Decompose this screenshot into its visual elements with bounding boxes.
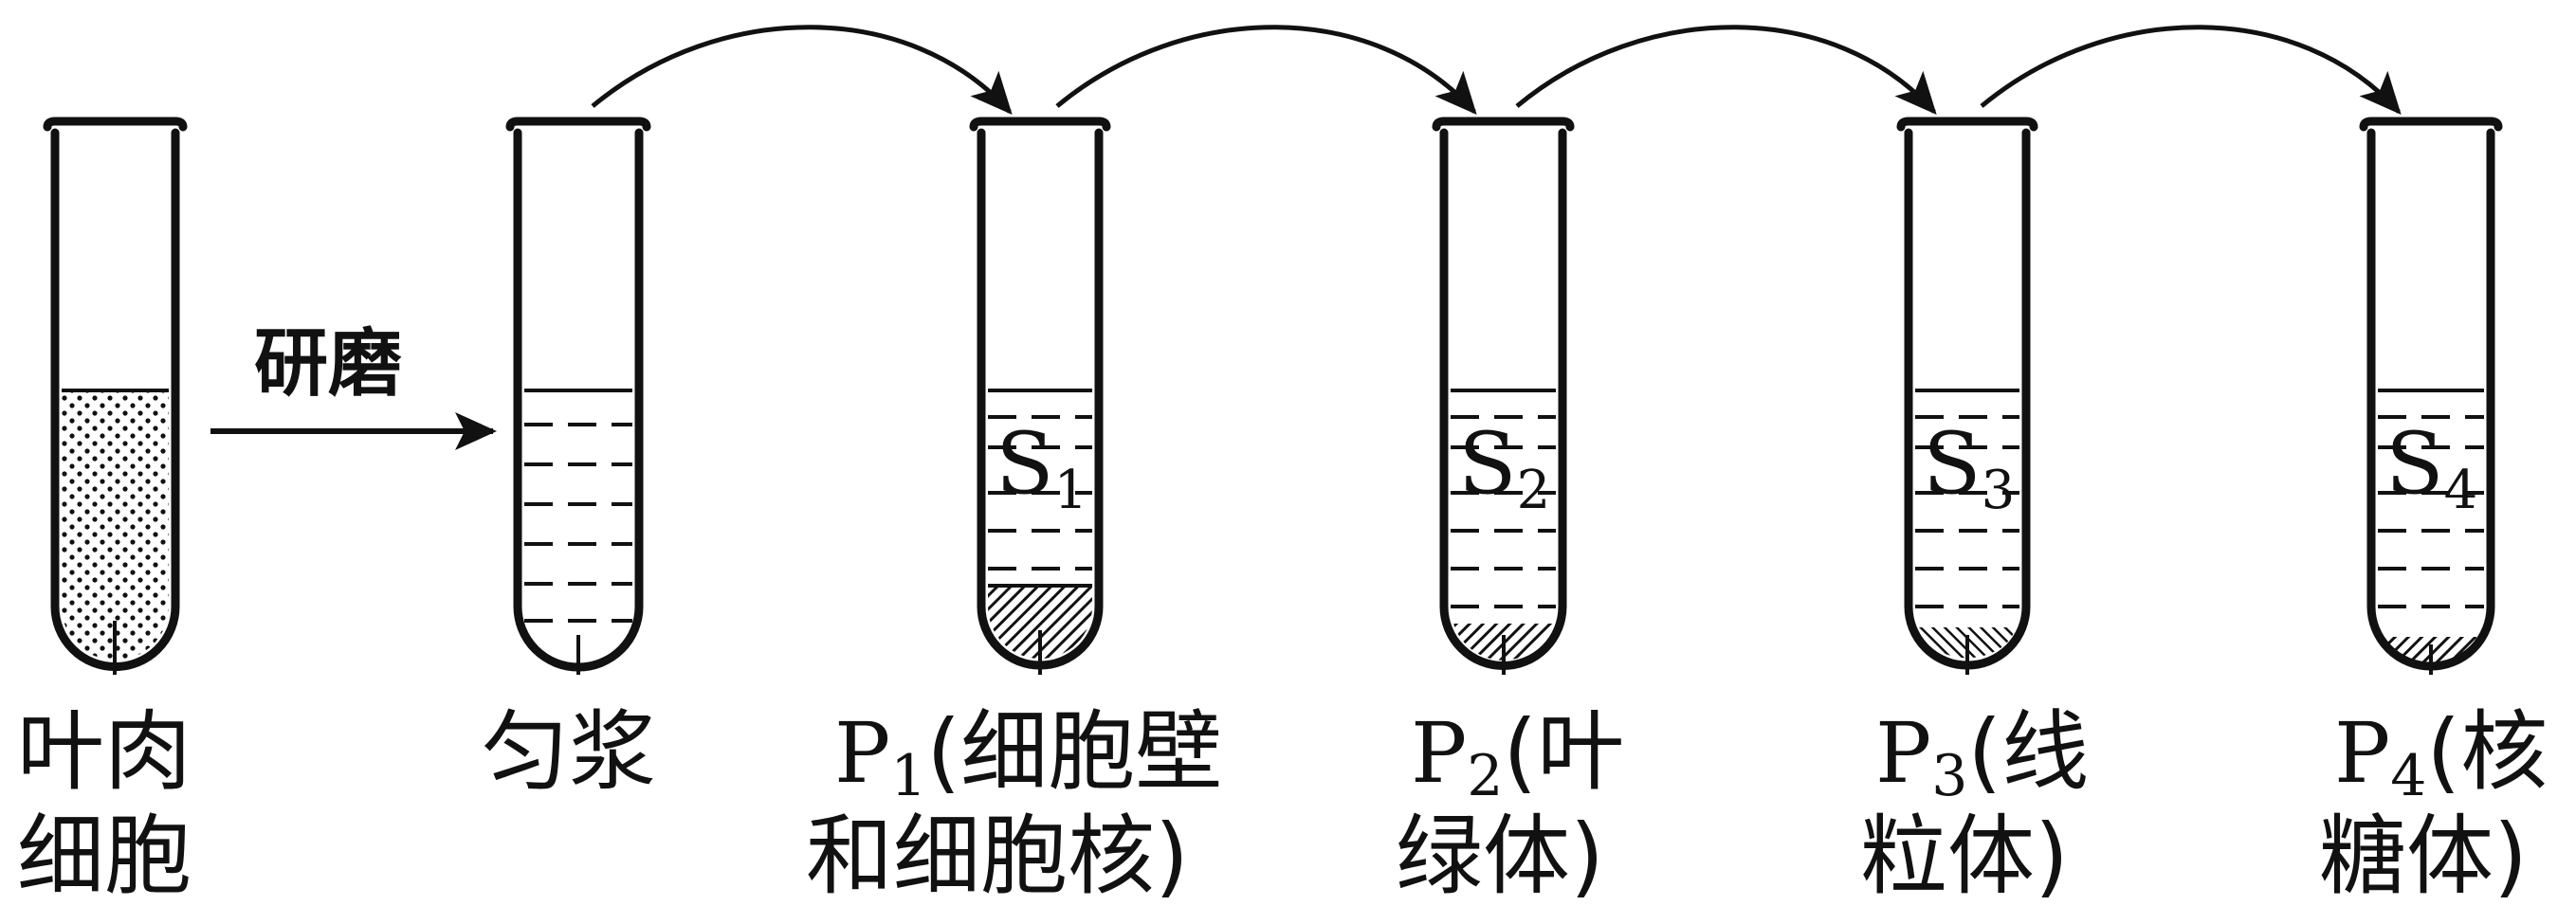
caption-p4-line1: P4(核 <box>2334 701 2548 809</box>
caption-p3-line1: P3(线 <box>1875 701 2089 809</box>
tube-contents <box>62 390 169 661</box>
caption-p1-line2: 和细胞核) <box>806 806 1189 907</box>
supernatant-label: S2 <box>1458 414 1550 521</box>
transfer-arrows <box>591 25 2402 115</box>
caption-leaf-line1: 叶肉 <box>17 701 192 803</box>
tube-1: S1 <box>969 117 1111 675</box>
grinding-label: 研磨 <box>254 321 402 407</box>
caption-homogenate: 匀浆 <box>482 701 656 803</box>
transfer-arrow-2 <box>1055 25 1477 115</box>
supernatant-label: S4 <box>2385 414 2477 521</box>
captions: 叶肉 细胞 匀浆 P1(细胞壁 和细胞核) P2(叶 绿体) P3(线 粒体) … <box>17 701 2548 907</box>
tube-homogenate <box>505 117 651 675</box>
tube-2: S2 <box>1432 117 1575 675</box>
tube-leaf-cells <box>43 117 188 675</box>
supernatant-label: S1 <box>996 414 1087 521</box>
caption-p3-line2: 粒体) <box>1860 806 2069 907</box>
transfer-arrow-1 <box>591 25 1013 115</box>
transfer-arrow-3 <box>1515 25 1937 115</box>
pellet <box>988 586 1092 659</box>
grinding-step: 研磨 <box>210 321 497 450</box>
tube-4: S4 <box>2359 117 2503 675</box>
transfer-arrow-4 <box>1980 25 2402 115</box>
caption-p2-line1: P2(叶 <box>1411 701 1624 809</box>
supernatant-label: S3 <box>1923 414 2015 521</box>
caption-p4-line2: 糖体) <box>2319 806 2528 907</box>
caption-leaf-line2: 细胞 <box>17 806 192 907</box>
caption-p2-line2: 绿体) <box>1396 806 1604 907</box>
tube-3: S3 <box>1896 117 2038 675</box>
caption-p1-line1: P1(细胞壁 <box>834 701 1222 809</box>
